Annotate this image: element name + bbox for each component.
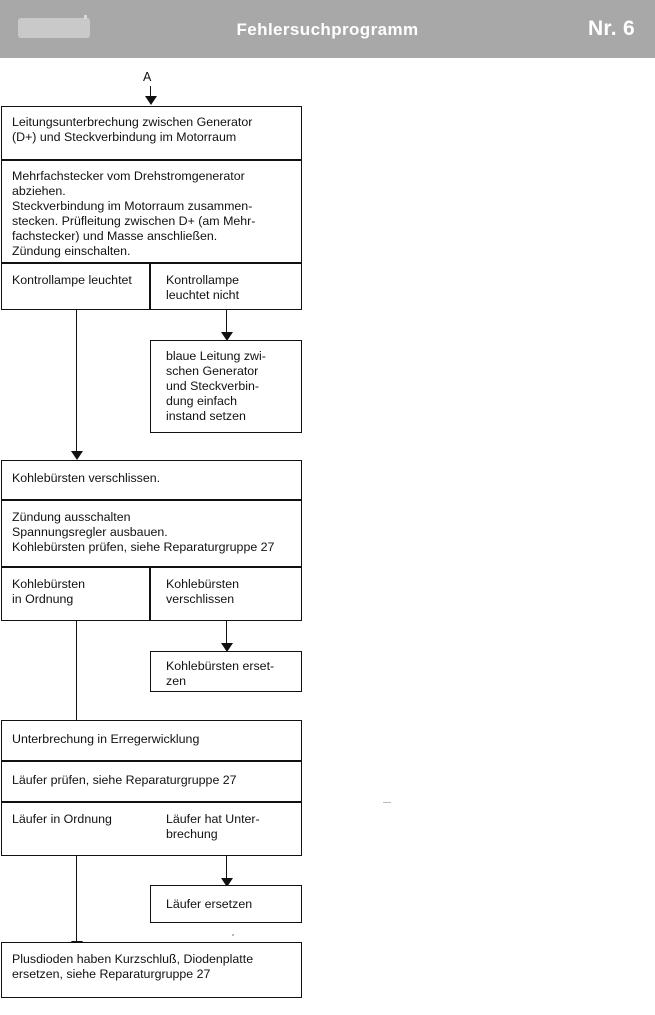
node-result-3-row: Läufer in Ordnung Läufer hat Unter- brec… bbox=[1, 802, 302, 856]
node-result-2-left: Kohlebürsten in Ordnung bbox=[1, 567, 150, 621]
page-title: Fehlersuchprogramm bbox=[236, 20, 419, 39]
entry-connector-label: A bbox=[143, 70, 152, 84]
node-result-1-right-text: Kontrollampe leuchtet nicht bbox=[166, 273, 240, 303]
node-fault-3-text: Unterbrechung in Erregerwicklung bbox=[12, 732, 200, 746]
connector-result2right-to-remedy2 bbox=[226, 621, 227, 646]
node-action-1: Mehrfachstecker vom Drehstromgenerator a… bbox=[1, 160, 302, 263]
connector-result2left-to-fault3 bbox=[76, 621, 77, 724]
node-fault-4: Plusdioden haben Kurzschluß, Diodenplatt… bbox=[1, 942, 302, 998]
logo-speck-icon bbox=[84, 15, 87, 19]
entry-connector-line bbox=[150, 86, 151, 99]
node-result-2-left-text: Kohlebürsten in Ordnung bbox=[12, 577, 86, 607]
node-result-3-right-text: Läufer hat Unter- brechung bbox=[166, 812, 260, 842]
connector-result3right-to-remedy3 bbox=[226, 856, 227, 881]
node-remedy-1: blaue Leitung zwi- schen Generator und S… bbox=[150, 340, 302, 433]
node-result-3-left-text: Läufer in Ordnung bbox=[12, 812, 112, 826]
program-number-badge: Nr. 6 bbox=[587, 17, 635, 40]
node-remedy-3-text: Läufer ersetzen bbox=[166, 897, 253, 911]
arrow-to-remedy-1-icon bbox=[221, 332, 233, 341]
scan-artifact bbox=[383, 802, 391, 803]
connector-result3left-to-fault4 bbox=[76, 856, 77, 945]
arrow-to-remedy-2-icon bbox=[221, 643, 233, 652]
node-remedy-1-text: blaue Leitung zwi- schen Generator und S… bbox=[166, 349, 266, 424]
node-action-3-text: Läufer prüfen, siehe Reparaturgruppe 27 bbox=[12, 773, 237, 787]
node-action-2: Zündung ausschalten Spannungsregler ausb… bbox=[1, 500, 302, 567]
connector-result1right-to-remedy1 bbox=[226, 310, 227, 335]
node-action-3: Läufer prüfen, siehe Reparaturgruppe 27 bbox=[1, 761, 302, 802]
node-remedy-2: Kohlebürsten erset- zen bbox=[150, 651, 302, 692]
node-fault-2-text: Kohlebürsten verschlissen. bbox=[12, 471, 161, 485]
node-fault-1-text: Leitungsunterbrechung zwischen Generator… bbox=[12, 115, 253, 145]
arrow-to-remedy-3-icon bbox=[221, 878, 233, 887]
node-fault-3: Unterbrechung in Erregerwicklung bbox=[1, 720, 302, 761]
publisher-logo-icon bbox=[18, 18, 90, 38]
node-fault-2: Kohlebürsten verschlissen. bbox=[1, 460, 302, 500]
scan-artifact bbox=[232, 934, 234, 936]
arrow-to-fault-2-icon bbox=[71, 451, 83, 460]
node-remedy-2-text: Kohlebürsten erset- zen bbox=[166, 659, 275, 689]
node-fault-4-text: Plusdioden haben Kurzschluß, Diodenplatt… bbox=[12, 952, 254, 982]
page-header: Fehlersuchprogramm Nr. 6 bbox=[0, 0, 655, 58]
node-result-1-left-text: Kontrollampe leuchtet bbox=[12, 273, 132, 287]
connector-result1left-to-fault2 bbox=[76, 310, 77, 455]
entry-arrow-icon bbox=[145, 96, 157, 105]
node-result-1-left: Kontrollampe leuchtet bbox=[1, 263, 150, 310]
node-action-1-text: Mehrfachstecker vom Drehstromgenerator a… bbox=[12, 169, 256, 259]
node-fault-1: Leitungsunterbrechung zwischen Generator… bbox=[1, 106, 302, 160]
node-remedy-3: Läufer ersetzen bbox=[150, 885, 302, 923]
troubleshooting-flowchart: A Leitungsunterbrechung zwischen Generat… bbox=[0, 58, 655, 1015]
node-result-2-right-text: Kohlebürsten verschlissen bbox=[166, 577, 240, 607]
node-result-2-right: Kohlebürsten verschlissen bbox=[150, 567, 302, 621]
node-action-2-text: Zündung ausschalten Spannungsregler ausb… bbox=[12, 510, 275, 555]
node-result-1-right: Kontrollampe leuchtet nicht bbox=[150, 263, 302, 310]
